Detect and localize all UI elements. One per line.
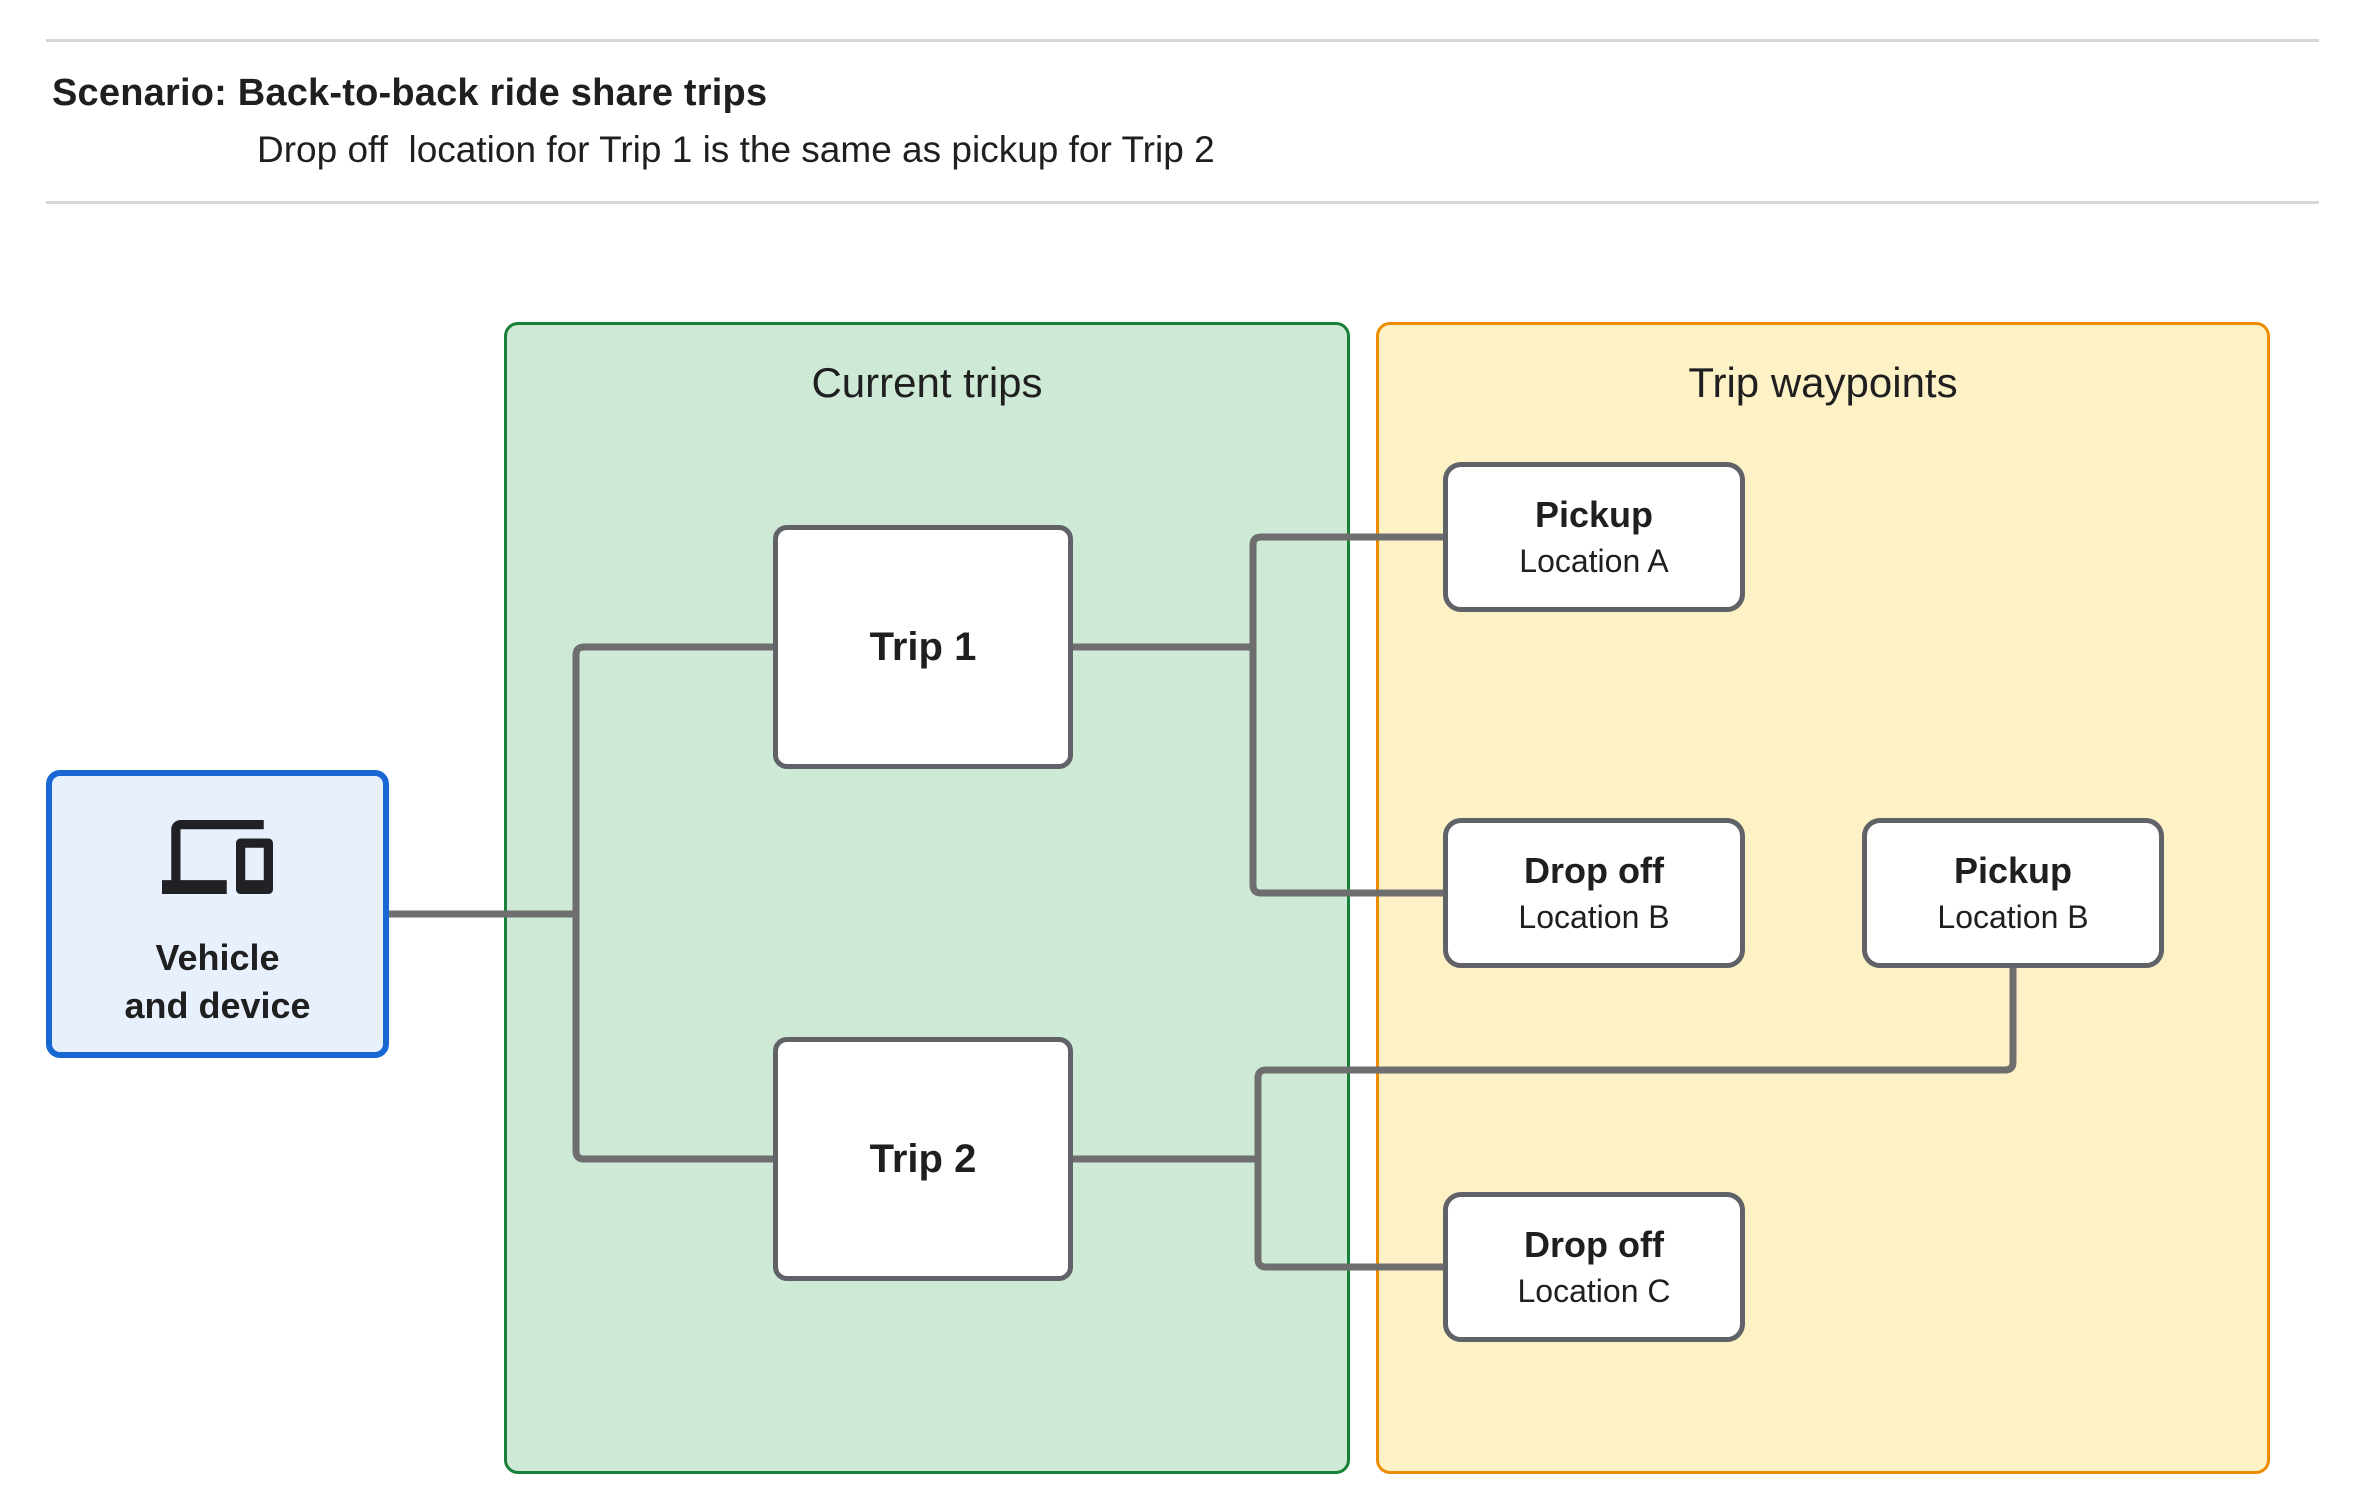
panel-current-trips: Current trips — [504, 322, 1350, 1474]
vehicle-device-node: Vehicle and device — [46, 770, 389, 1058]
panel-current-trips-title: Current trips — [811, 359, 1043, 406]
waypoint-title: Drop off — [1524, 850, 1664, 892]
waypoint-subtitle: Location B — [1937, 899, 2089, 936]
panel-trip-waypoints-title: Trip waypoints — [1688, 359, 1958, 406]
waypoint-pickup-location-b: Pickup Location B — [1862, 818, 2164, 968]
trip-1-label: Trip 1 — [869, 624, 977, 669]
top-divider — [46, 39, 2319, 42]
waypoint-subtitle: Location A — [1519, 543, 1669, 580]
waypoint-pickup-location-a: Pickup Location A — [1443, 462, 1745, 612]
vehicle-device-label-line2: and device — [124, 984, 311, 1026]
vehicle-device-label-line1: Vehicle — [155, 937, 280, 978]
waypoint-title: Pickup — [1534, 494, 1654, 536]
devices-icon — [162, 820, 273, 894]
waypoint-title: Pickup — [1953, 850, 2073, 892]
header-divider — [46, 201, 2319, 204]
trip-2-label: Trip 2 — [869, 1136, 977, 1181]
waypoint-dropoff-location-c: Drop off Location C — [1443, 1192, 1745, 1342]
waypoint-title: Drop off — [1524, 1224, 1664, 1266]
waypoint-dropoff-location-b: Drop off Location B — [1443, 818, 1745, 968]
trip-2-node: Trip 2 — [773, 1037, 1073, 1281]
vehicle-device-label: Vehicle and device — [124, 934, 310, 1030]
scenario-title: Scenario: Back-to-back ride share trips — [52, 72, 768, 114]
scenario-subtitle: Drop off location for Trip 1 is the same… — [257, 129, 1215, 170]
trip-1-node: Trip 1 — [773, 525, 1073, 769]
waypoint-subtitle: Location B — [1518, 899, 1670, 936]
waypoint-subtitle: Location C — [1517, 1273, 1671, 1310]
